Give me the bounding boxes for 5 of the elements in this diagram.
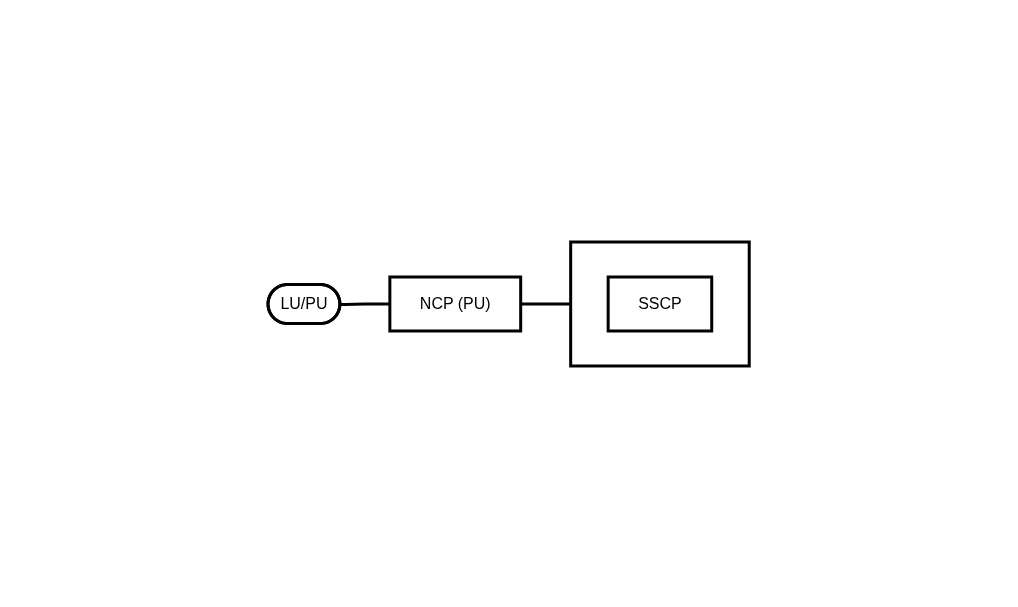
- cluster: [569, 240, 752, 367]
- node-box: NCP (PU): [388, 275, 523, 332]
- node-box: SSCP: [607, 275, 714, 332]
- connector: [340, 302, 391, 306]
- connector: [521, 302, 572, 305]
